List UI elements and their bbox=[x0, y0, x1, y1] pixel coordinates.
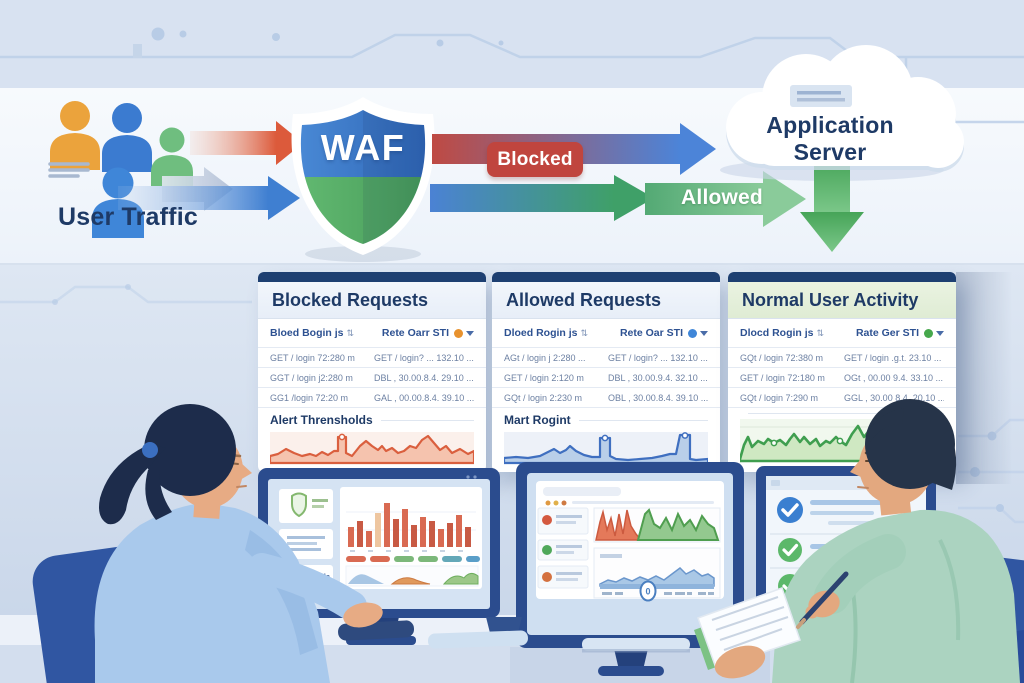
caret-down-icon[interactable] bbox=[700, 330, 708, 336]
incoming-blue-arrow bbox=[118, 176, 300, 220]
status-dot-icon bbox=[454, 328, 463, 338]
waf-label: WAF bbox=[320, 127, 406, 168]
table-row: GET / login 72:280 m GET / login? ... 132… bbox=[258, 347, 486, 367]
allowed-label: Allowed bbox=[681, 186, 763, 209]
caret-down-icon[interactable] bbox=[466, 330, 474, 336]
table-header-row: Dloed Rogin js⇅ Rete Oar STI bbox=[492, 319, 720, 347]
status-dot-icon bbox=[924, 328, 933, 338]
table-row: GQt / login 7:290 m GGL , 30.00 8.4. 20.1… bbox=[728, 387, 956, 407]
cell-rate-value: OGt , 00.00 9.4. 33.10 ... bbox=[844, 372, 944, 383]
cell-method-path: GET / login 72:180 m bbox=[740, 372, 825, 383]
table-row: GET / login 2:120 m DBL , 30.00.9.4. 32.1… bbox=[492, 367, 720, 387]
alert-threshold-chart bbox=[270, 432, 474, 465]
cell-method-path: GG1 /login 72:20 m bbox=[270, 392, 349, 403]
divider bbox=[578, 419, 708, 421]
panel-row-shadow bbox=[956, 272, 1012, 484]
panel-normal-user-activity: Normal User Activity Dlocd Rogin js⇅ Rat… bbox=[728, 272, 956, 472]
request-table: AGt / login j 2:280 ... GET / login? ... … bbox=[492, 347, 720, 407]
panel-top-strip bbox=[492, 272, 720, 282]
column-header: Rate Ger STI bbox=[855, 327, 919, 339]
cell-method-path: GET / login 2:120 m bbox=[504, 372, 584, 383]
normal-activity-chart bbox=[740, 419, 944, 463]
column-header: Dloed Rogin js bbox=[504, 327, 578, 339]
panel-title: Blocked Requests bbox=[272, 289, 429, 310]
user-traffic-label: User Traffic bbox=[58, 203, 198, 231]
cell-rate-value: DBL , 30.00.9.4. 32.10 ... bbox=[608, 372, 708, 383]
chart-section-header: Alert Thrensholds bbox=[258, 407, 486, 432]
sort-icon[interactable]: ⇅ bbox=[580, 327, 589, 338]
cell-rate-value: GET / login? ... 132.10 ... bbox=[374, 352, 474, 363]
chart-section-title: Alert Thrensholds bbox=[270, 413, 373, 427]
request-table: GQt / login 72:380 m GET / login .g.t. 23… bbox=[728, 347, 956, 407]
traffic-rate-chart bbox=[504, 432, 708, 465]
chart-section-title: Mart Rogint bbox=[504, 413, 571, 427]
cell-rate-value: GET / login .g.t. 23.10 ... bbox=[844, 352, 942, 363]
table-row: GQt / login 72:380 m GET / login .g.t. 23… bbox=[728, 347, 956, 367]
panel-top-strip bbox=[258, 272, 486, 282]
incoming-red-arrow bbox=[190, 121, 303, 165]
panel-header: Blocked Requests bbox=[258, 282, 486, 319]
column-header: Dlocd Rogin js bbox=[740, 327, 814, 339]
server-icon bbox=[790, 85, 852, 107]
column-header: Bloed Bogin js bbox=[270, 327, 344, 339]
panel-allowed-requests: Allowed Requests Dloed Rogin js⇅ Rete Oa… bbox=[492, 272, 720, 472]
table-row: GET / login 72:180 m OGt , 00.00 9.4. 33.… bbox=[728, 367, 956, 387]
cell-method-path: AGt / login j 2:280 ... bbox=[504, 352, 586, 363]
column-header: Rete Oar STI bbox=[619, 327, 683, 339]
request-table: GET / login 72:280 m GET / login? ... 132… bbox=[258, 347, 486, 407]
sort-icon[interactable]: ⇅ bbox=[816, 327, 825, 338]
panel-title: Normal User Activity bbox=[742, 289, 919, 310]
cell-method-path: GET / login 72:280 m bbox=[270, 352, 355, 363]
table-row: GQt / login 2:230 m OBL , 30.00.8.4. 39.1… bbox=[492, 387, 720, 407]
panel-blocked-requests: Blocked Requests Bloed Bogin js⇅ Rete Oa… bbox=[258, 272, 486, 472]
panel-header: Allowed Requests bbox=[492, 282, 720, 319]
allowed-arrow bbox=[430, 171, 806, 227]
cell-method-path: GQt / login 72:380 m bbox=[740, 352, 824, 363]
panel-top-strip bbox=[728, 272, 956, 282]
application-server-label: Application Server bbox=[766, 112, 894, 165]
cell-method-path: GQt / login 7:290 m bbox=[740, 392, 819, 403]
panel-title: Allowed Requests bbox=[506, 289, 662, 310]
cell-rate-value: GGL , 30.00 8.4. 20.10 ... bbox=[844, 392, 944, 403]
column-header: Rete Oarr STI bbox=[381, 327, 449, 339]
cell-rate-value: GAL , 00.00.8.4. 39.10 ... bbox=[374, 392, 474, 403]
cell-rate-value: GET / login? ... 132.10 ... bbox=[608, 352, 708, 363]
chart-section-header: Mart Rogint bbox=[492, 407, 720, 432]
panel-header: Normal User Activity bbox=[728, 282, 956, 319]
user-icon bbox=[102, 103, 152, 172]
chart-section-header bbox=[728, 407, 956, 419]
user-traffic-arrows bbox=[118, 121, 303, 220]
cell-method-path: GGT / login j2:280 m bbox=[270, 372, 353, 383]
divider bbox=[380, 419, 474, 421]
sort-icon[interactable]: ⇅ bbox=[346, 327, 355, 338]
table-row: AGt / login j 2:280 ... GET / login? ... … bbox=[492, 347, 720, 367]
cell-rate-value: OBL , 30.00.8.4. 39.10 ... bbox=[608, 392, 708, 403]
divider bbox=[748, 413, 944, 414]
table-row: GG1 /login 72:20 m GAL , 00.00.8.4. 39.10… bbox=[258, 387, 486, 407]
blocked-badge: Blocked bbox=[487, 142, 583, 177]
cell-rate-value: DBL , 30.00.8.4. 29.10 ... bbox=[374, 372, 474, 383]
status-dot-icon bbox=[688, 328, 697, 338]
message-lines-icon bbox=[48, 162, 90, 178]
user-icon bbox=[50, 101, 100, 170]
application-server-cloud bbox=[720, 45, 964, 252]
table-header-row: Dlocd Rogin js⇅ Rate Ger STI bbox=[728, 319, 956, 347]
caret-down-icon[interactable] bbox=[936, 330, 944, 336]
cell-method-path: GQt / login 2:230 m bbox=[504, 392, 583, 403]
table-row: GGT / login j2:280 m DBL , 30.00.8.4. 29.… bbox=[258, 367, 486, 387]
table-header-row: Bloed Bogin js⇅ Rete Oarr STI bbox=[258, 319, 486, 347]
